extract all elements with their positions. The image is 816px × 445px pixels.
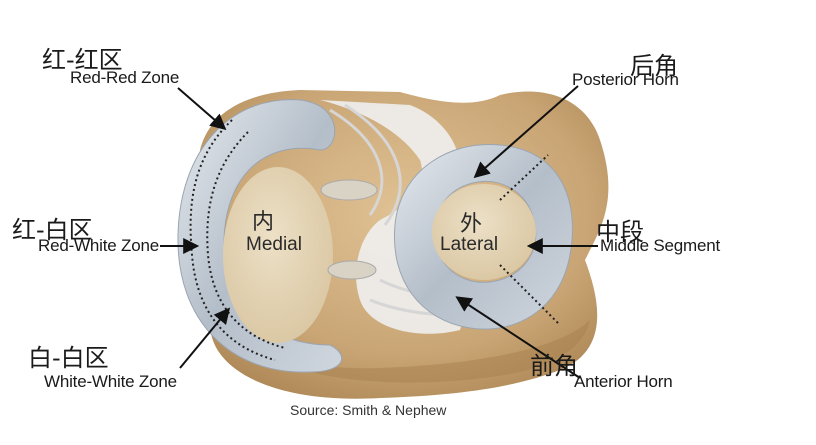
arrow-white-white [179,307,231,369]
label-posterior-cn: 后角 [630,52,678,80]
zone-line-outer [189,119,276,361]
label-red-red-cn: 红-红区 [42,46,123,74]
label-medial-en: Medial [246,234,302,255]
label-white-white-cn: 白-白区 [28,344,109,372]
medial-plateau [223,167,333,343]
arrow-anterior [455,296,581,379]
division-line-posterior [499,154,549,201]
label-white-white-en: White-White Zone [44,372,177,391]
label-lateral-cn: 外 [460,212,483,237]
label-red-red-en: Red-Red Zone [70,68,180,87]
label-posterior-en: Posterior Horn [572,70,679,89]
division-line-anterior [499,264,561,326]
label-red-white-en: Red-White Zone [38,236,159,255]
zone-line-inner [206,131,286,349]
label-anterior-cn: 前角 [530,352,578,380]
label-middle-cn: 中段 [596,218,644,246]
ligament-attachment-lower [327,260,377,280]
label-lateral-en: Lateral [440,234,499,255]
label-anterior-en: Anterior Horn [574,372,673,391]
label-red-white-cn: 红-白区 [12,216,93,244]
lateral-plateau [432,184,536,280]
source-caption: Source: Smith & Nephew [290,402,447,418]
arrow-posterior [473,85,579,179]
arrow-red-red [177,87,227,131]
ligament-attachment-upper [320,179,378,201]
label-middle-en: Middle Segment [600,236,721,255]
label-medial-cn: 内 [252,210,275,235]
medial-meniscus [177,99,342,373]
ligament-strands [329,103,541,317]
